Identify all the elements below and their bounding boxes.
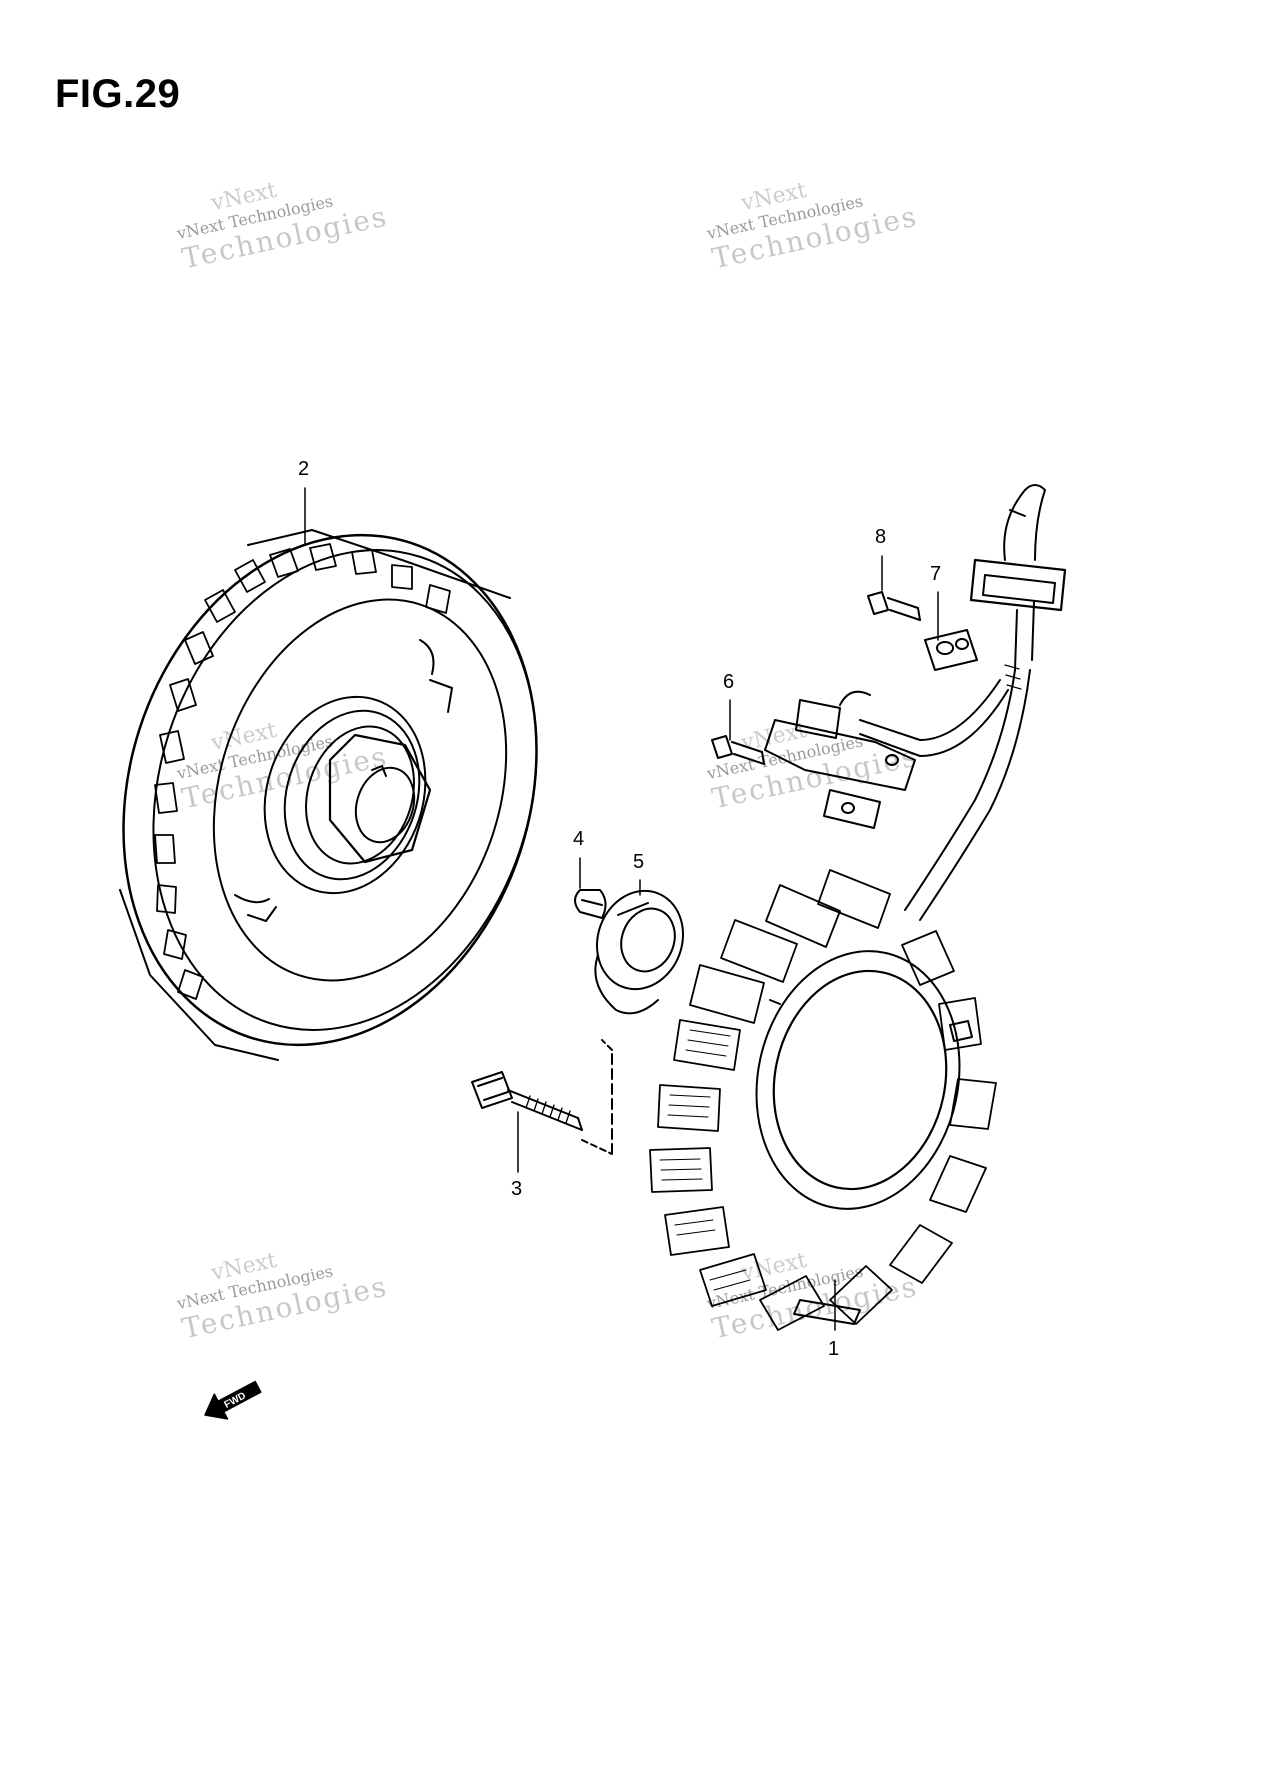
clamp-screw xyxy=(867,591,921,621)
woodruff-key xyxy=(574,889,607,919)
rotor-assembly xyxy=(119,529,538,1061)
pickup-coil xyxy=(764,690,916,829)
callout-6: 6 xyxy=(723,671,734,693)
spacer-bushing xyxy=(594,889,685,1015)
callout-4: 4 xyxy=(573,828,584,850)
stator-bolt xyxy=(471,1039,613,1155)
wire-clamp xyxy=(924,629,978,671)
callout-2: 2 xyxy=(298,458,309,480)
callout-7: 7 xyxy=(930,563,941,585)
callout-3: 3 xyxy=(511,1178,522,1200)
callout-leaders xyxy=(304,487,939,1331)
figure-title: FIG.29 xyxy=(55,72,181,116)
callout-8: 8 xyxy=(875,526,886,548)
fwd-label: FWD xyxy=(223,1390,248,1410)
callout-1: 1 xyxy=(828,1338,839,1360)
pickup-screw xyxy=(711,735,765,765)
wire-harness xyxy=(859,484,1067,921)
fwd-arrow-icon: FWD xyxy=(204,1380,262,1420)
callout-5: 5 xyxy=(633,851,644,873)
stator-coil xyxy=(649,869,997,1331)
